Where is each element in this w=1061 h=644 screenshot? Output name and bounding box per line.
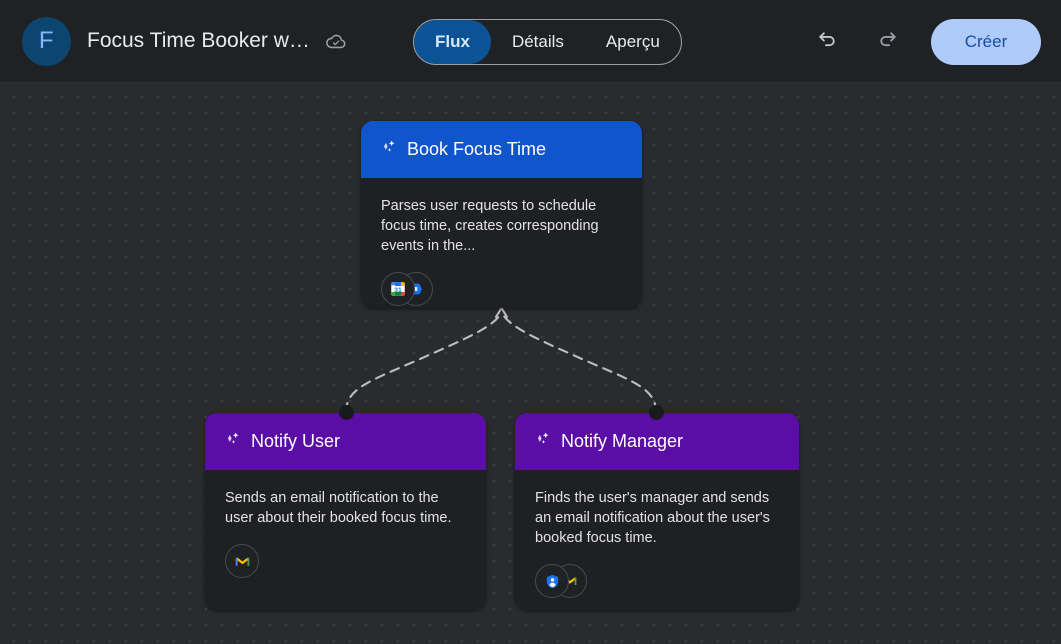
- node-header: Book Focus Time: [361, 121, 642, 178]
- node-book-focus-time[interactable]: Book Focus Time Parses user requests to …: [361, 121, 642, 308]
- page-title: Focus Time Booker wi...: [87, 29, 311, 52]
- node-port-notify-user: [339, 405, 354, 420]
- view-mode-tabs: Flux Détails Aperçu: [413, 19, 682, 65]
- app-icon-stack: 31: [381, 272, 433, 306]
- node-app-icons: [225, 544, 466, 578]
- undo-icon: [815, 27, 840, 57]
- node-body: Parses user requests to schedule focus t…: [361, 178, 642, 308]
- google-calendar-icon[interactable]: 31: [381, 272, 415, 306]
- sparkle-icon: [223, 430, 242, 454]
- app-identity: F Focus Time Booker wi...: [22, 16, 347, 66]
- node-description: Parses user requests to schedule focus t…: [381, 198, 599, 254]
- sparkle-icon: [533, 430, 552, 454]
- node-title: Book Focus Time: [407, 139, 547, 159]
- top-bar-actions: Créer: [805, 0, 1041, 83]
- node-notify-user[interactable]: Notify User Sends an email notification …: [205, 413, 486, 610]
- edge-notify-user-to-book-focus-time: [344, 311, 503, 414]
- node-description: Sends an email notification to the user …: [225, 490, 452, 526]
- sparkle-icon: [379, 138, 398, 162]
- edge-notify-manager-to-book-focus-time: [500, 311, 658, 414]
- redo-icon: [875, 27, 900, 57]
- edge-arrowhead-icon: [494, 306, 509, 319]
- tab-flux[interactable]: Flux: [414, 20, 491, 64]
- gmail-icon[interactable]: [225, 544, 259, 578]
- node-port-notify-manager: [649, 405, 664, 420]
- avatar: F: [22, 16, 71, 66]
- tab-apercu[interactable]: Aperçu: [605, 32, 660, 51]
- node-body: Sends an email notification to the user …: [205, 470, 486, 610]
- node-app-icons: [535, 564, 779, 598]
- node-header: Notify User: [205, 413, 486, 470]
- svg-text:31: 31: [394, 287, 402, 294]
- node-header: Notify Manager: [515, 413, 799, 470]
- node-app-icons: 31: [381, 272, 622, 306]
- node-body: Finds the user's manager and sends an em…: [515, 470, 799, 610]
- node-title: Notify Manager: [561, 431, 684, 451]
- create-button[interactable]: Créer: [931, 18, 1041, 65]
- cloud-done-icon: [325, 30, 347, 52]
- app-icon-stack: [535, 564, 587, 598]
- top-app-bar: F Focus Time Booker wi... Flux Détails A…: [0, 0, 1061, 83]
- redo-button[interactable]: [865, 20, 909, 64]
- node-description: Finds the user's manager and sends an em…: [535, 490, 770, 546]
- google-admin-icon[interactable]: [535, 564, 569, 598]
- node-notify-manager[interactable]: Notify Manager Finds the user's manager …: [515, 413, 799, 610]
- tab-details[interactable]: Détails: [511, 32, 564, 51]
- flow-canvas[interactable]: Book Focus Time Parses user requests to …: [0, 83, 1061, 644]
- undo-button[interactable]: [805, 20, 849, 64]
- node-title: Notify User: [251, 431, 341, 451]
